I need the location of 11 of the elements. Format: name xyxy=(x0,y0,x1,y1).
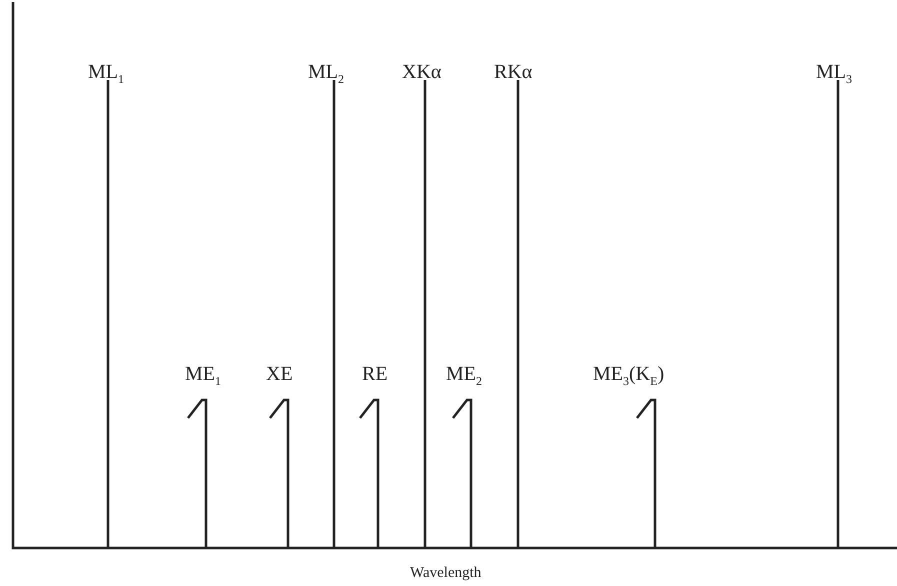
peak-label: RE xyxy=(362,364,388,384)
peak-label: ME$_{3}$(K$_{E}$) xyxy=(593,364,664,387)
peak-label: RKα xyxy=(494,62,532,82)
peak-label: XE xyxy=(266,364,293,384)
peak-label: ML$_{3}$ xyxy=(816,62,852,85)
axis-label: Wavelength xyxy=(410,566,482,581)
peak-label: ML$_{2}$ xyxy=(308,62,344,85)
peak-label: ME$_{2}$ xyxy=(446,364,482,387)
peak-label: ML$_{1}$ xyxy=(88,62,124,85)
peak-label: XKα xyxy=(402,62,442,82)
peak-label: ME$_{1}$ xyxy=(185,364,221,387)
